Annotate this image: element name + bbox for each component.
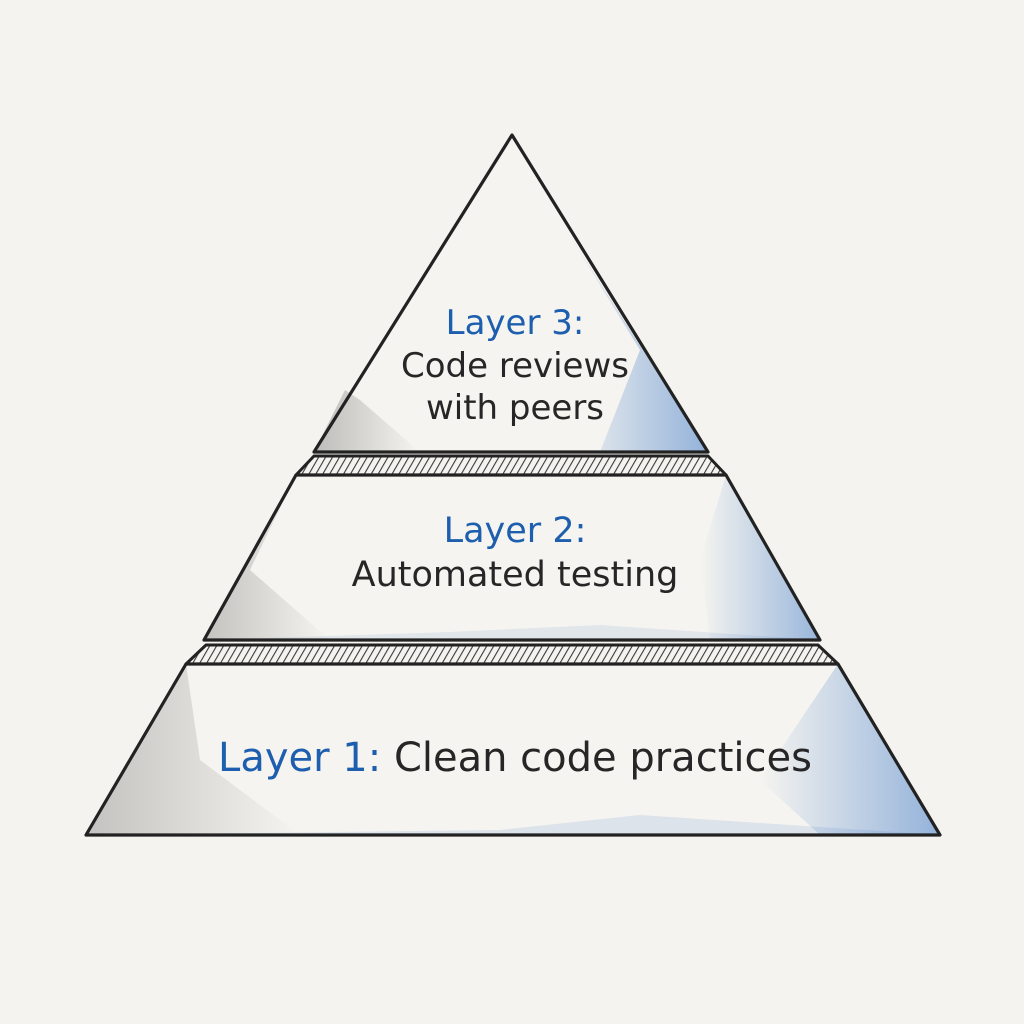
layer3-label: Layer 3: Code reviews with peers	[360, 302, 670, 430]
layer1-shape	[84, 662, 942, 837]
layer3-shape	[312, 133, 710, 454]
layer3-text-line2: with peers	[425, 388, 605, 428]
layer2-tag: Layer 2:	[443, 511, 587, 551]
layer1-tag: Layer 1:	[218, 735, 382, 781]
layer1-label: Layer 1: Clean code practices	[150, 733, 880, 783]
band-upper	[294, 454, 728, 477]
layer2-text: Automated testing	[351, 554, 679, 595]
layer1-text: Clean code practices	[393, 735, 812, 781]
layer2-label: Layer 2: Automated testing	[300, 510, 730, 598]
layer2-shape	[202, 473, 822, 642]
layer3-tag: Layer 3:	[445, 303, 585, 343]
layer3-text-line1: Code reviews	[400, 345, 629, 386]
band-lower	[184, 643, 840, 666]
